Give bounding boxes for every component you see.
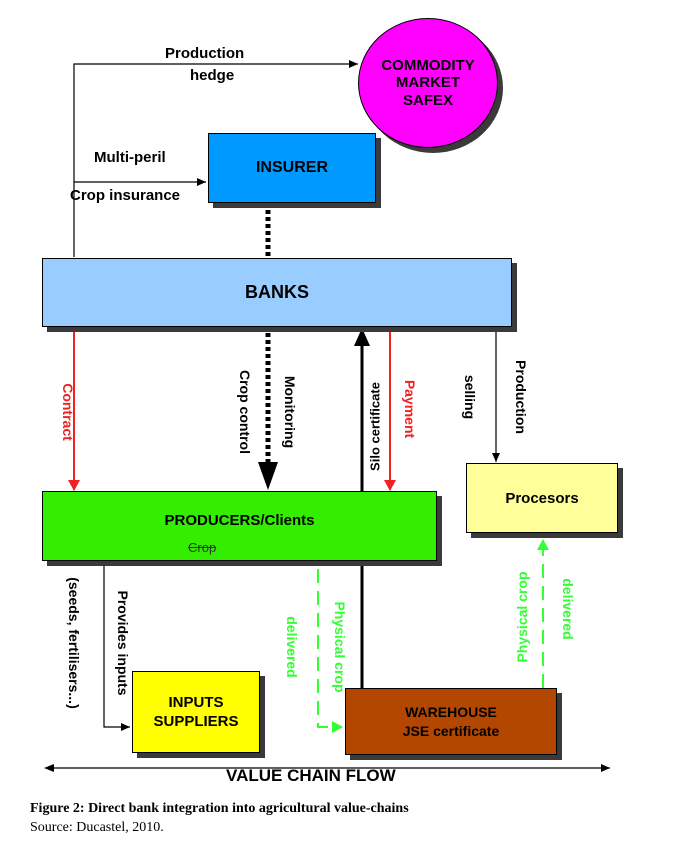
inputs-suppliers-label: INPUTS SUPPLIERS: [153, 693, 239, 731]
inputs-suppliers-node: INPUTS SUPPLIERS: [132, 671, 260, 753]
commodity-market-label: COMMODITY MARKET SAFEX: [381, 57, 475, 109]
silo-arrowhead: [354, 328, 370, 346]
figure-caption-source: Source: Ducastel, 2010.: [30, 820, 164, 835]
multiperil-label: Multi-peril: [94, 149, 166, 166]
silo-certificate-label: Silo certificate: [367, 382, 383, 471]
production-selling-label-1: Production: [513, 360, 529, 434]
warehouse-node: WAREHOUSE JSE certificate: [345, 688, 557, 755]
banks-node: BANKS: [42, 258, 512, 327]
hedge-connector: [73, 60, 358, 257]
provides-inputs-label: Provides inputs: [115, 590, 131, 696]
physical-crop-label-1: Physical crop: [332, 601, 348, 693]
delivered-label-1: delivered: [284, 616, 300, 678]
value-chain-flow-label: VALUE CHAIN FLOW: [226, 766, 396, 785]
warehouse-label: WAREHOUSE JSE certificate: [402, 703, 500, 739]
monitoring-arrowhead: [258, 462, 278, 490]
insurer-node: INSURER: [208, 133, 376, 203]
procesors-node: Procesors: [466, 463, 618, 533]
crop-insurance-label: Crop insurance: [70, 187, 181, 204]
delivered-label-2: delivered: [560, 578, 576, 640]
commodity-market-node: COMMODITY MARKET SAFEX: [358, 18, 498, 148]
insurer-label: INSURER: [255, 159, 328, 176]
physical-crop-label-2: Physical crop: [514, 571, 530, 663]
producers-node: PRODUCERS/Clients: [42, 491, 437, 561]
seeds-fertilisers-label: (seeds, fertilisers...): [66, 577, 82, 709]
banks-label: BANKS: [244, 282, 309, 302]
production-selling-label-2: selling: [462, 374, 478, 420]
crop-delivery-warehouse: [317, 547, 343, 733]
figure-caption-title: Figure 2: Direct bank integration into a…: [30, 801, 409, 816]
inputs-connector: [103, 560, 130, 731]
producers-label: PRODUCERS/Clients: [164, 512, 315, 529]
crop-label: Crop: [188, 540, 217, 555]
payment-label: Payment: [402, 379, 418, 439]
contract-label: Contract: [60, 383, 76, 441]
production-hedge-label-2: hedge: [190, 67, 235, 84]
production-hedge-label-1: Production: [165, 45, 245, 62]
monitoring-label: Monitoring: [282, 375, 298, 449]
crop-control-label: Crop control: [237, 370, 253, 454]
procesors-label: Procesors: [505, 489, 579, 507]
